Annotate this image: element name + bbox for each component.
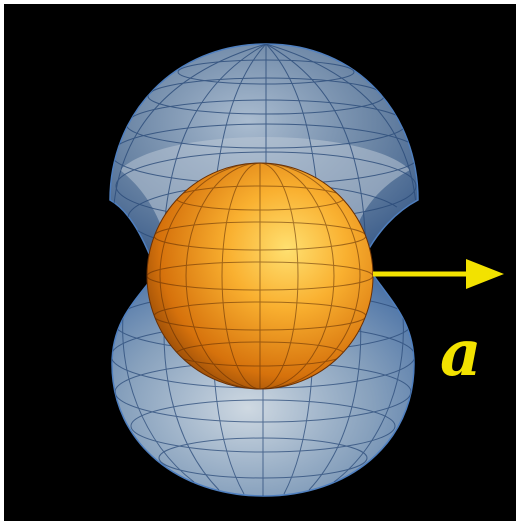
acceleration-label: a — [440, 316, 482, 391]
dipole-figure — [109, 43, 504, 497]
acceleration-arrow — [373, 259, 504, 289]
orange-core-sphere — [146, 162, 374, 390]
diagram-frame: a — [4, 4, 516, 521]
